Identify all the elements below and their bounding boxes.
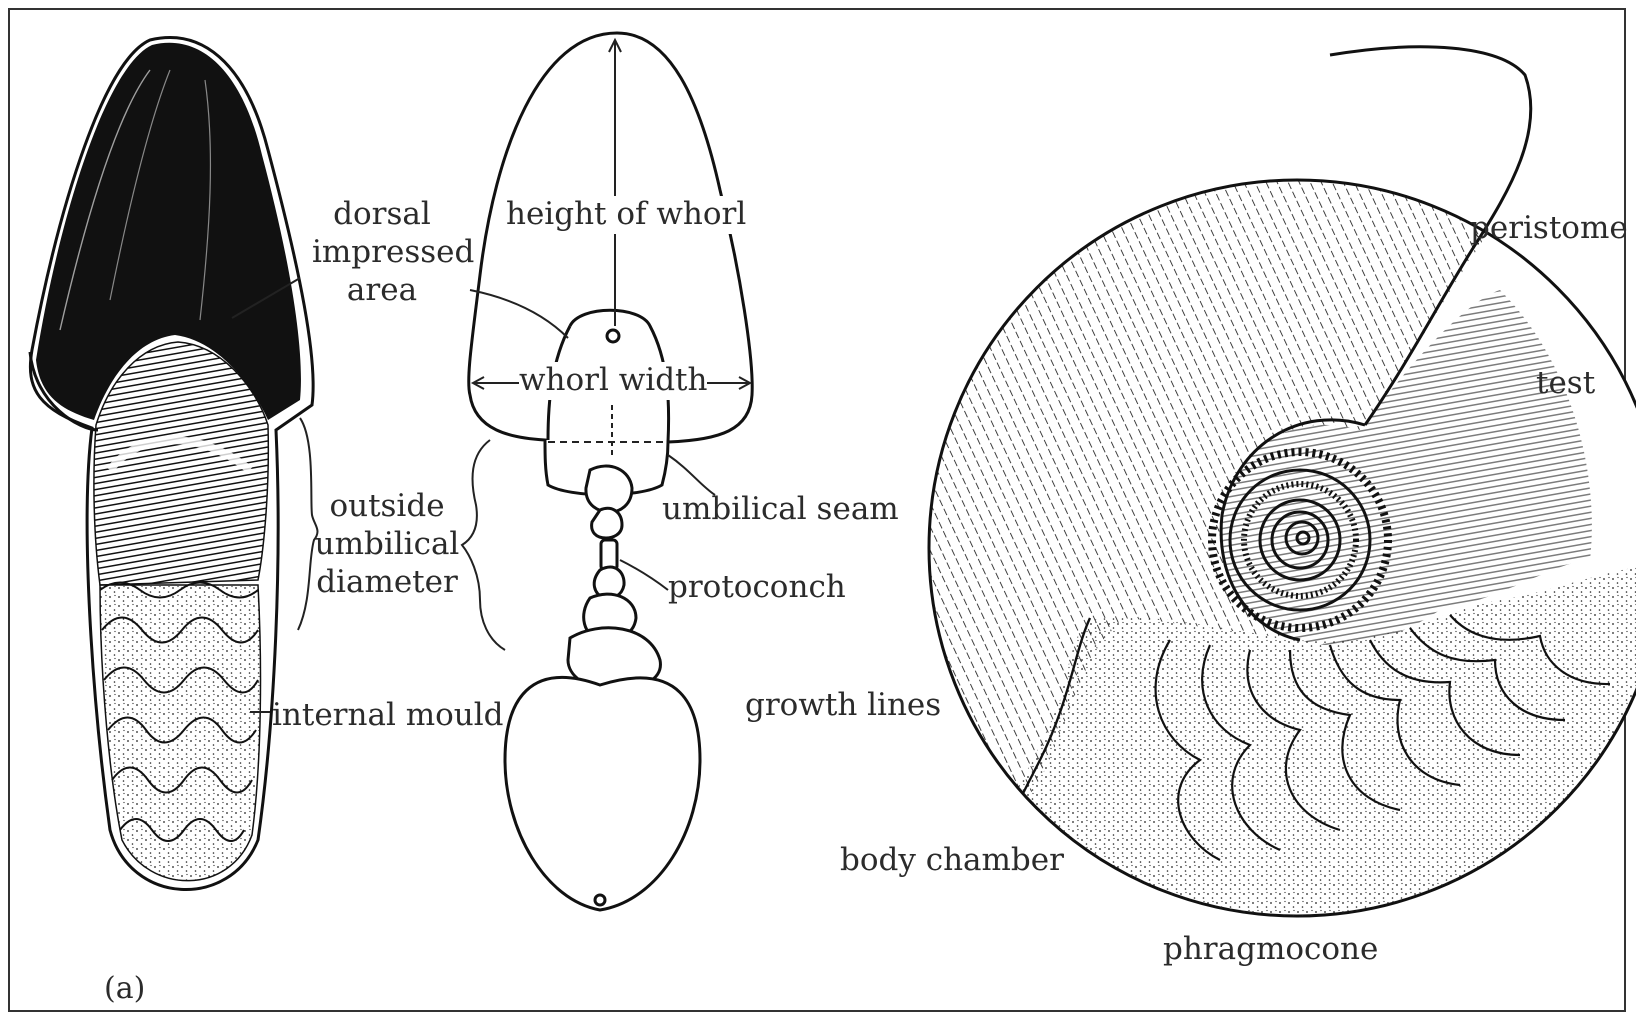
label-height-of-whorl: height of whorl (506, 196, 746, 234)
label-internal-mould: internal mould (272, 697, 504, 735)
lower-whorl-section (505, 677, 700, 910)
umbilical-bracket (462, 440, 505, 650)
label-growth-lines: growth lines (745, 687, 941, 725)
label-whorl-width: whorl width (519, 362, 707, 400)
panel-label: (a) (104, 971, 145, 1008)
protoconch-leader (620, 560, 668, 590)
label-outside-umbilical-diameter: outside umbilical diameter (312, 488, 462, 601)
label-dorsal-impressed-area: dorsal impressed area (312, 196, 452, 309)
shell-side-view (30, 38, 313, 890)
umbilical-seam-leader (668, 455, 715, 495)
whorl-3 (586, 466, 632, 512)
label-protoconch: protoconch (668, 569, 846, 607)
label-peristome: peristome (1470, 210, 1628, 248)
label-phragmocone: phragmocone (1163, 931, 1378, 969)
shell-cross-section (469, 33, 752, 910)
whorl-4 (592, 508, 622, 538)
protoconch-core (601, 540, 617, 570)
label-test: test (1536, 365, 1595, 403)
outer-whorl-section (469, 33, 752, 495)
label-body-chamber: body chamber (840, 842, 1064, 880)
label-umbilical-seam: umbilical seam (662, 491, 899, 529)
ammonite-lateral-view (900, 47, 1636, 960)
